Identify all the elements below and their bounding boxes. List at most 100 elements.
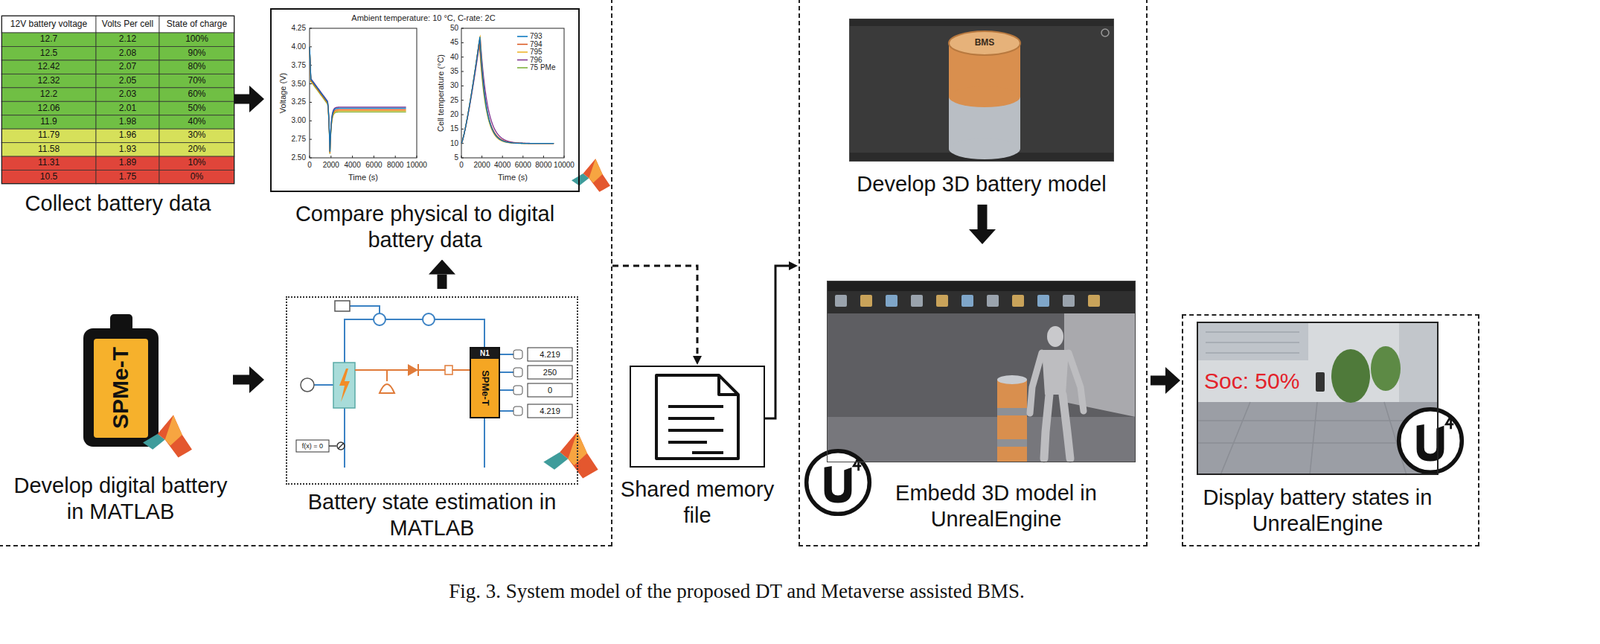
tick-label: 0 — [307, 160, 312, 170]
table-cell: 2.08 — [119, 48, 137, 59]
metaverse-scene-part — [1196, 321, 1309, 361]
tick-label: 2000 — [322, 160, 340, 170]
simulink-wiring-part — [500, 354, 514, 411]
unreal-viewport-part — [1029, 352, 1084, 414]
battery-table-part — [1, 73, 96, 88]
simulink-panel: Battery state estimation in MATLABN1SPMe… — [285, 296, 579, 485]
table-cell: 12.5 — [40, 48, 58, 59]
battery-table-part — [96, 170, 160, 184]
simulink-blocks-part — [513, 349, 523, 359]
simulink-wiring-part — [343, 407, 346, 468]
unreal-viewport-part — [1047, 325, 1064, 347]
line-chart-part — [517, 35, 528, 38]
table-cell: 2.07 — [119, 61, 137, 73]
unreal-viewport-part — [997, 375, 1027, 384]
editor-toolbar-part — [910, 294, 923, 307]
unreal-logo — [806, 450, 870, 515]
battery-table-part — [1, 87, 96, 102]
table-cell: 1.89 — [119, 157, 137, 169]
simulink-wiring-part — [314, 384, 334, 386]
line-chart-part — [461, 37, 554, 144]
unreal-viewport-part — [826, 280, 1136, 291]
axis-label: Cell temperature (°C) — [436, 54, 446, 132]
tick-label: 8000 — [386, 160, 404, 170]
unreal-viewport-part — [997, 439, 1027, 447]
flow-arrow — [765, 265, 789, 419]
block-arrow — [977, 204, 988, 230]
tick-label: 4000 — [494, 160, 511, 170]
table-cell: 12.7 — [40, 34, 58, 45]
document-icon-part — [718, 375, 739, 395]
metaverse-scene-part — [1205, 331, 1300, 353]
simulink-wiring-part — [349, 305, 380, 314]
editor-toolbar-part — [1088, 294, 1100, 307]
table-cell: 12.42 — [37, 61, 60, 73]
battery-table-part — [96, 156, 160, 170]
legend-label: 796 — [529, 55, 543, 65]
line-chart-part — [309, 28, 417, 158]
tick-label: 6000 — [514, 160, 532, 170]
tick-label: 50 — [450, 23, 459, 33]
node-caption: Compare physical to digital battery data — [261, 200, 589, 254]
table-cell: 0% — [190, 171, 204, 183]
legend-label: 793 — [529, 32, 543, 41]
3d-viewport — [849, 18, 1115, 162]
block-header: N1 — [471, 348, 499, 359]
table-cell: 12.2 — [40, 89, 58, 100]
battery-table — [1, 15, 235, 184]
table-header: State of charge — [166, 19, 227, 30]
tick-label: 10000 — [553, 160, 575, 170]
matlab-logo — [142, 415, 192, 458]
line-chart-part — [517, 51, 528, 53]
tick-label: 3.00 — [291, 116, 306, 126]
simulink-blocks-part — [300, 378, 315, 392]
line-chart-part — [461, 40, 554, 143]
simulink-blocks-part — [513, 385, 523, 395]
line-chart-part — [309, 46, 407, 154]
simulink-blocks-part — [422, 313, 435, 326]
display-value: 4.219 — [539, 349, 561, 360]
document-icon-part — [656, 375, 739, 459]
table-cell: 1.93 — [119, 144, 137, 155]
simulink-wiring-part — [483, 418, 486, 468]
simulink-blocks-part — [407, 363, 419, 376]
tick-label: 2000 — [473, 160, 490, 170]
tick-label: 0 — [459, 160, 464, 170]
tick-label: 8000 — [535, 160, 552, 170]
axis-label: Time (s) — [348, 172, 379, 183]
battery-table-part — [96, 128, 160, 143]
battery-table-part — [159, 60, 235, 74]
battery-table-part — [1, 46, 96, 60]
simulink-blocks-part — [513, 367, 523, 377]
legend-label: 75 PMe — [529, 63, 556, 73]
region-panel: Display battery states in UnrealEngine — [1181, 314, 1480, 547]
unreal-viewport — [826, 280, 1136, 463]
battery-table-part — [159, 101, 235, 115]
metaverse-scene-part — [1399, 321, 1439, 402]
table-cell: 50% — [187, 103, 206, 114]
table-cell: 2.05 — [119, 75, 137, 87]
simulink-blocks-part — [527, 383, 573, 397]
battery-table-part — [1, 115, 96, 129]
editor-toolbar-part — [834, 294, 847, 307]
editor-toolbar-part — [860, 294, 873, 307]
simulink-blocks-part — [445, 365, 453, 375]
table-cell: 1.98 — [119, 116, 137, 128]
block-arrow — [437, 274, 448, 289]
editor-toolbar-part — [1037, 294, 1050, 307]
tick-label: 10000 — [406, 160, 428, 170]
block-label: SPMe-T — [480, 369, 490, 406]
tick-label: 4.00 — [291, 42, 306, 52]
simulink-blocks-part — [373, 313, 386, 326]
3d-viewport-part — [849, 18, 1115, 27]
simulink-blocks-part — [328, 442, 344, 449]
battery-table-part — [159, 170, 235, 184]
tick-label: 3.25 — [291, 98, 306, 108]
table-cell: 11.31 — [37, 157, 60, 169]
line-chart-part — [517, 59, 528, 62]
line-chart-part — [309, 28, 417, 158]
table-cell: 30% — [187, 130, 206, 142]
region-panel: Develop 3D battery modelEmbedd 3D model … — [798, 0, 1148, 547]
simulink-blocks-part — [339, 368, 350, 402]
